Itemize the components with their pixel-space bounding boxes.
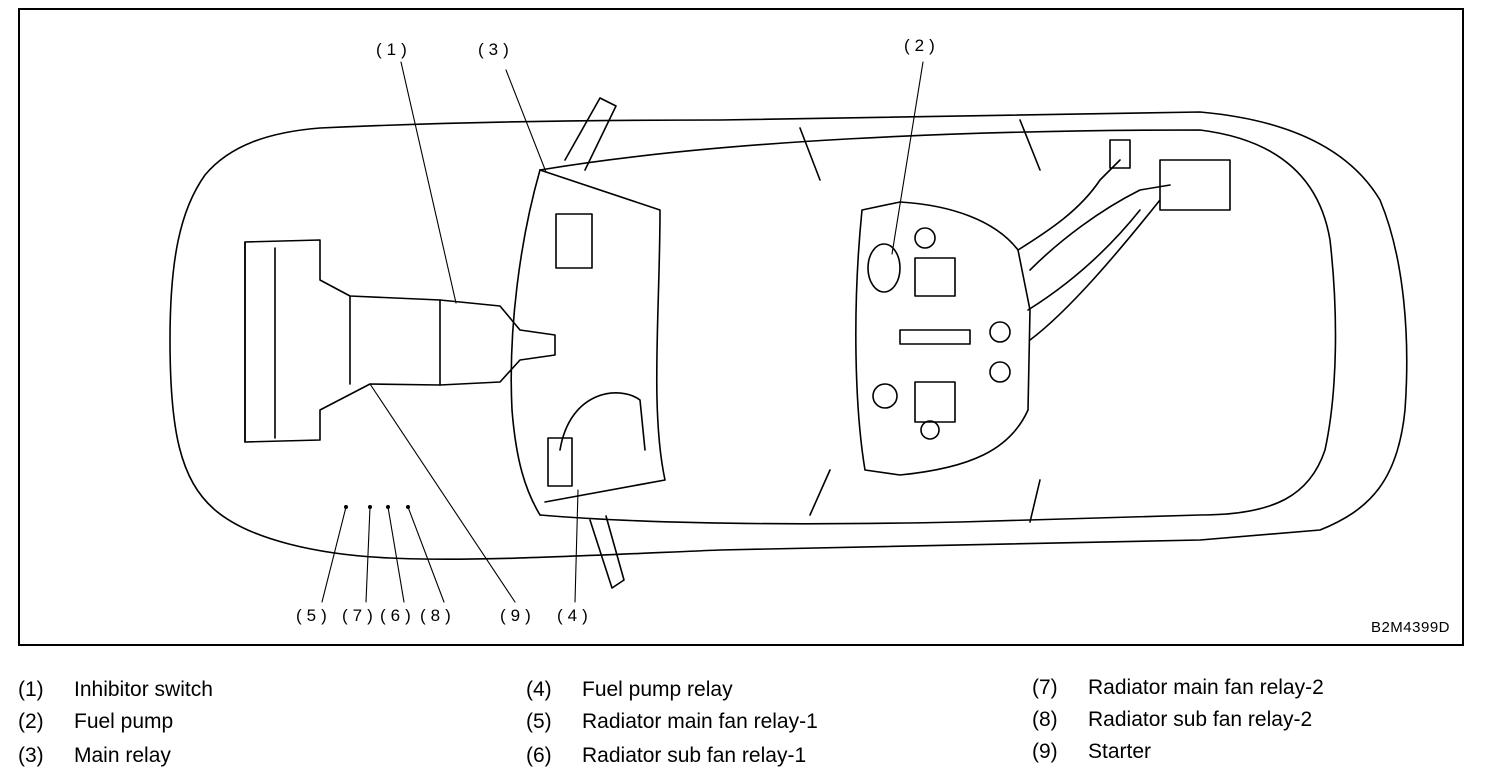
legend-label: Starter: [1088, 740, 1152, 763]
leader-line-4: [574, 489, 579, 603]
figure-code: B2M4399D: [1370, 619, 1450, 636]
legend-num: (2): [18, 710, 44, 733]
legend-num: (9): [1032, 740, 1058, 763]
legend-item-6: (6) Radiator sub fan relay-1: [526, 744, 806, 768]
legend-num: (3): [18, 744, 44, 767]
callout-3: (3): [478, 40, 514, 59]
tank-bracket-3: [914, 257, 956, 297]
steering-column: [559, 392, 646, 451]
transmission-body: [244, 239, 556, 443]
front-left-pillar: [564, 97, 617, 171]
leader-line-3: [505, 69, 547, 173]
car-inner-outline: [539, 129, 1337, 525]
fuel-filler-neck: [1159, 159, 1231, 211]
callout-2: (2): [904, 36, 940, 55]
legend-label: Main relay: [74, 744, 171, 767]
legend-num: (4): [526, 678, 552, 701]
callout-4: (4): [557, 606, 593, 625]
leader-line-9: [369, 383, 516, 603]
legend-label: Radiator main fan relay-2: [1088, 676, 1324, 699]
leader-line-6: [387, 506, 405, 603]
car-body-outline: [169, 111, 1408, 560]
windshield-outline: [510, 169, 541, 516]
door-line-lower: [809, 469, 1041, 523]
legend-item-9: (9) Starter: [1032, 740, 1151, 764]
leader-line-5: [321, 506, 347, 603]
legend-num: (7): [1032, 676, 1058, 699]
callout-9: (9): [500, 606, 536, 625]
legend-label: Inhibitor switch: [74, 678, 213, 701]
callout-7: (7): [342, 606, 378, 625]
legend-label: Fuel pump: [74, 710, 174, 733]
legend-item-7: (7) Radiator main fan relay-2: [1032, 676, 1324, 700]
leader-end-dots: [344, 505, 410, 509]
legend-item-2: (2) Fuel pump: [18, 710, 173, 734]
legend-num: (6): [526, 744, 552, 767]
leader-line-2: [891, 61, 924, 255]
legend-label: Radiator sub fan relay-2: [1088, 708, 1313, 731]
legend-item-8: (8) Radiator sub fan relay-2: [1032, 708, 1312, 732]
tank-fitting-1: [914, 227, 936, 249]
tank-fitting-5: [920, 420, 940, 440]
callout-1: (1): [376, 40, 412, 59]
leader-line-1: [400, 61, 457, 304]
legend-item-3: (3) Main relay: [18, 744, 171, 768]
callout-8: (8): [420, 606, 456, 625]
car-outline-drawing: [169, 61, 1408, 603]
transmission-bellhousing: [244, 241, 441, 443]
legend-label: Fuel pump relay: [582, 678, 733, 701]
leader-lines: [321, 61, 924, 603]
fuel-filler-pipe: [1017, 159, 1171, 341]
callout-5: (5): [296, 606, 332, 625]
car-component-diagram: (1) (3) (2) (5) (7) (6) (8) (9) (4) B2M4…: [18, 8, 1464, 646]
legend-item-1: (1) Inhibitor switch: [18, 678, 213, 702]
legend-label: Radiator main fan relay-1: [582, 710, 818, 733]
legend-item-5: (5) Radiator main fan relay-1: [526, 710, 818, 734]
tank-bracket-1: [899, 329, 971, 345]
legend-num: (1): [18, 678, 44, 701]
door-line-upper: [799, 119, 1041, 181]
tank-bracket-2: [914, 381, 956, 423]
legend-item-4: (4) Fuel pump relay: [526, 678, 733, 702]
callout-6: (6): [380, 606, 416, 625]
tank-fitting-4: [872, 383, 898, 409]
legend-num: (8): [1032, 708, 1058, 731]
fuel-pump-unit: [867, 243, 901, 293]
fuel-tank: [855, 201, 1031, 476]
tank-fitting-3: [989, 361, 1011, 383]
legend-label: Radiator sub fan relay-1: [582, 744, 807, 767]
front-right-pillar: [589, 515, 625, 589]
leader-line-7: [365, 506, 371, 603]
main-relay-box: [555, 213, 593, 269]
fuel-pump-relay-box: [547, 437, 573, 487]
legend-num: (5): [526, 710, 552, 733]
tank-fitting-2: [989, 321, 1011, 343]
fuel-vent-valve: [1109, 139, 1131, 169]
leader-line-8: [407, 506, 445, 603]
cowl-panel: [539, 169, 666, 503]
